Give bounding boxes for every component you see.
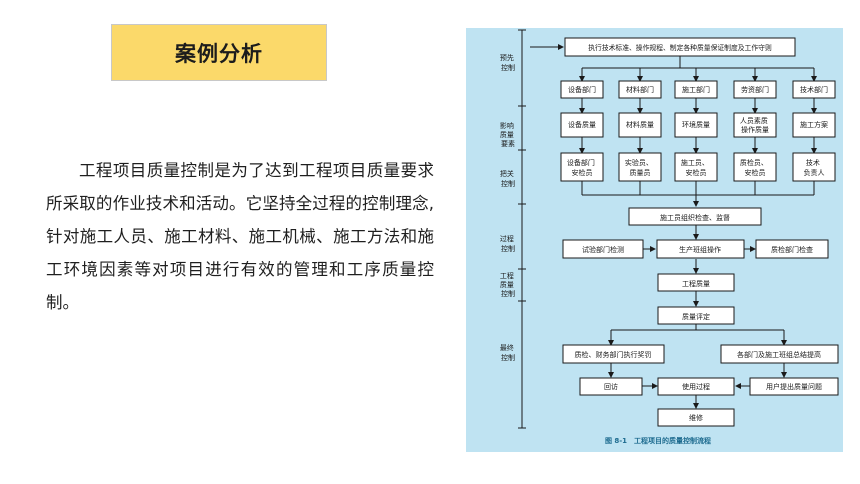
node-check-equipment: 设备部门 安检员 xyxy=(567,158,597,177)
stage-checkpoint: 把关 控制 xyxy=(500,169,516,188)
stage-factors: 影响 质量 要素 xyxy=(500,121,516,148)
slide-title: 案例分析 xyxy=(111,24,327,81)
flow-boxes xyxy=(560,37,839,427)
node-dept-construction: 施工部门 xyxy=(682,85,710,94)
flow-connectors xyxy=(530,44,817,409)
node-dept-equipment: 设备部门 xyxy=(568,85,596,94)
node-construction-plan: 施工方案 xyxy=(800,120,828,129)
node-dept-material: 材料部门 xyxy=(626,85,654,94)
stage-process: 过程 控制 xyxy=(500,234,516,253)
node-quality-evaluation: 质量评定 xyxy=(682,312,710,321)
node-environment-quality: 环境质量 xyxy=(682,120,710,129)
node-revisit: 回访 xyxy=(604,382,618,391)
node-dept-technical: 技术部门 xyxy=(800,85,828,94)
node-repair: 维修 xyxy=(689,413,703,422)
node-top: 执行技术标准、操作规程、制定各种质量保证制度及工作守则 xyxy=(588,43,772,52)
node-summary-improve: 各部门及施工班组总结提高 xyxy=(737,350,821,359)
node-team-operation: 生产班组操作 xyxy=(679,245,721,254)
figure-caption: 图 8-1 工程项目的质量控制流程 xyxy=(605,436,711,445)
quality-control-flowchart: 预先 控制 影响 质量 要素 把关 控制 过程 控制 工程 质量 控制 xyxy=(466,28,843,452)
paragraph-text: 工程项目质量控制是为了达到工程项目质量要求所采取的作业技术和活动。它坚持全过程的… xyxy=(46,161,434,312)
node-organize-inspection: 施工员组织检查、监督 xyxy=(660,213,730,222)
body-paragraph: 工程项目质量控制是为了达到工程项目质量要求所采取的作业技术和活动。它坚持全过程的… xyxy=(46,154,434,319)
node-check-construction: 施工员、 安检员 xyxy=(681,158,711,177)
node-project-quality: 工程质量 xyxy=(682,279,710,288)
stage-pre-control: 预先 控制 xyxy=(500,53,516,72)
node-dept-labor: 劳资部门 xyxy=(741,85,769,94)
node-reward-penalty: 质检、财务部门执行奖罚 xyxy=(575,350,652,359)
node-qc-inspection: 质检部门检查 xyxy=(771,245,813,254)
node-user-feedback: 用户提出质量问题 xyxy=(766,382,822,391)
stage-axis xyxy=(518,29,526,429)
node-equipment-quality: 设备质量 xyxy=(568,120,596,129)
stage-final: 最终 控制 xyxy=(500,343,516,362)
node-material-quality: 材料质量 xyxy=(626,120,654,129)
stage-quality: 工程 质量 控制 xyxy=(500,271,516,298)
node-check-technical: 技术 负责人 xyxy=(804,158,825,177)
node-usage-process: 使用过程 xyxy=(682,382,710,391)
node-personnel-quality: 人员素质 操作质量 xyxy=(740,116,770,134)
node-check-quality: 质检员、 安检员 xyxy=(740,158,770,177)
node-test-department: 试验部门检测 xyxy=(582,245,624,254)
node-check-material: 实验员、 质量员 xyxy=(625,158,655,177)
